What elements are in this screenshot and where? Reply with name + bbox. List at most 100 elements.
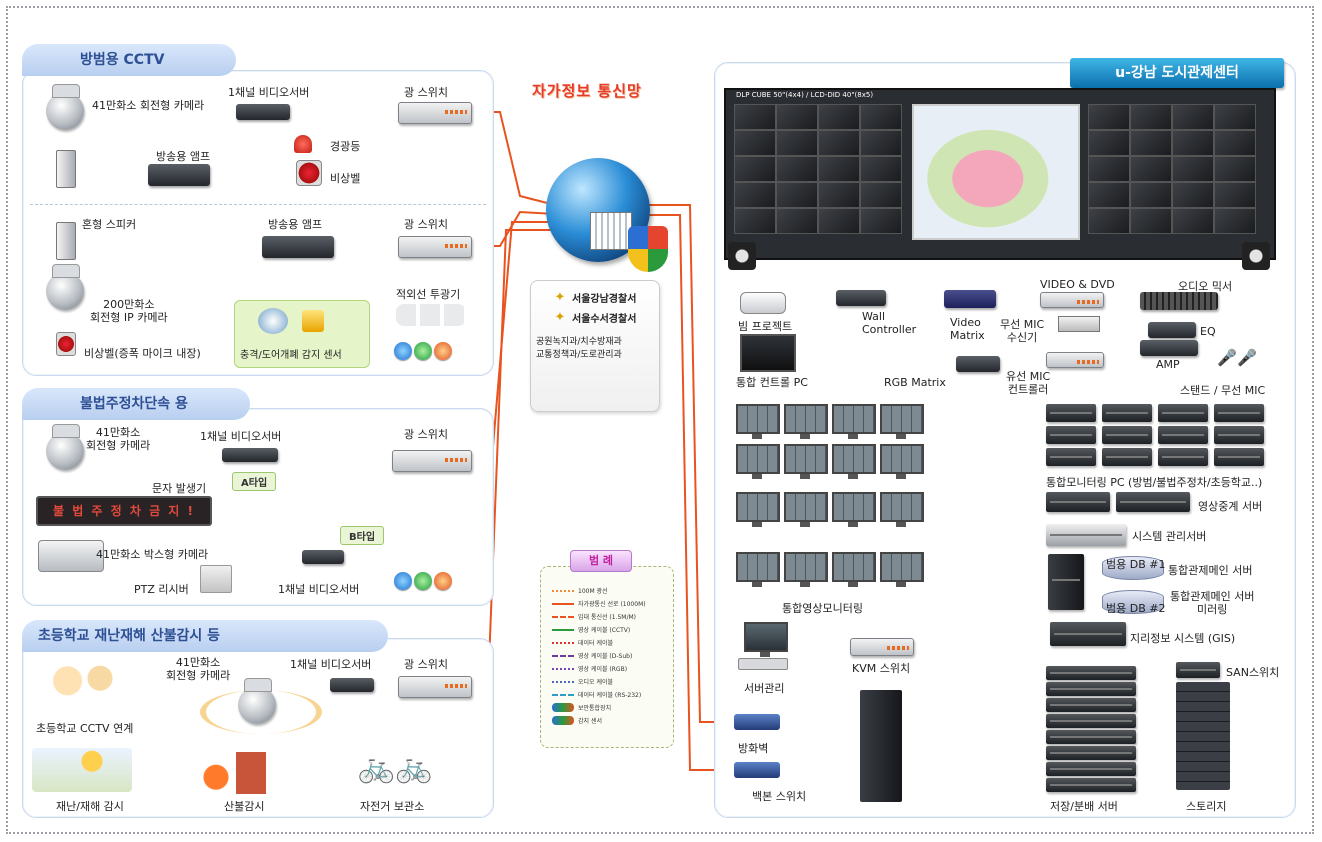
legend-row: 임대 통신선 (1.5M/M): [552, 612, 664, 622]
monitoring-pc-unit: [1214, 426, 1264, 444]
stand-mic-label: 스탠드 / 무선 MIC: [1180, 384, 1266, 397]
fire-label: 산불감시: [224, 800, 265, 813]
cctv-switch1-label: 광 스위치: [404, 86, 448, 99]
disaster-label: 재난/재해 감시: [56, 800, 124, 813]
video-wall-tile: [1172, 130, 1214, 156]
amp-rack-icon: [1140, 340, 1198, 356]
video-wall-tile: [1130, 104, 1172, 130]
rotating-camera-icon: [46, 84, 84, 130]
video-monitor: [784, 492, 828, 527]
right-speaker-icon: [1242, 242, 1270, 270]
legend-line-swatch: [552, 668, 574, 670]
video-wall-tile: [734, 130, 776, 156]
video-wall-tile: [1088, 104, 1130, 130]
ptz-receiver-label: PTZ 리시버: [134, 583, 189, 596]
cctv-switch2-label: 광 스위치: [404, 218, 448, 231]
legend-row-label: 임대 통신선 (1.5M/M): [578, 614, 637, 621]
sensor-label: 충격/도어개폐 감지 센서: [240, 350, 342, 361]
bicycle-icon: 🚲🚲: [357, 750, 433, 785]
video-monitor: [880, 492, 924, 527]
diagram-frame: [6, 6, 1314, 834]
video-relay-label: 영상중계 서버: [1198, 500, 1263, 513]
emergency-bell-icon: [296, 160, 322, 186]
video-wall-tile: [818, 182, 860, 208]
storage-label: 스토리지: [1186, 800, 1227, 813]
network-info-box: [530, 280, 660, 412]
speaker-icon: [56, 150, 76, 188]
signal-waves-icon: [200, 690, 322, 734]
monitoring-pc-unit: [1102, 448, 1152, 466]
parking-video-server2-label: 1채널 비디오서버: [278, 583, 360, 596]
horn-speaker-label: 혼형 스피커: [82, 218, 137, 231]
legend-row: 보안통합장치: [552, 703, 664, 713]
video-wall-tile: [860, 104, 902, 130]
police-badge2-icon: ✦: [554, 310, 566, 325]
beam-projector-label: 빔 프로젝트: [738, 320, 793, 333]
parking-section-title: 불법주정차단속 용: [22, 388, 250, 420]
db2-label: 범용 DB #2: [1106, 602, 1166, 615]
legend-row-label: 영상 케이블 (D-Sub): [578, 653, 633, 660]
video-wall-tile: [818, 104, 860, 130]
monitoring-pc-unit: [1046, 404, 1096, 422]
cctv-amp-label: 방송용 앰프: [156, 150, 211, 163]
video-monitor: [832, 492, 876, 527]
firewall-building-icon: [590, 212, 632, 250]
system-mgmt-server-icon: [1046, 524, 1126, 546]
ir-illuminator-icon: [396, 304, 466, 326]
parking-video-server2-icon: [302, 550, 344, 564]
legend-row: 영상 케이블 (D-Sub): [552, 651, 664, 661]
stand-mic-icon: 🎤🎤: [1217, 348, 1257, 367]
keyboard-icon: [738, 658, 788, 670]
video-wall-tile: [1214, 156, 1256, 182]
optical-switch2-icon: [398, 236, 472, 258]
video-monitor: [832, 444, 876, 479]
video-monitor: [736, 444, 780, 479]
storage-rack-icon: [1176, 682, 1230, 790]
school-camera-label: 41만화소 회전형 카메라: [166, 656, 231, 682]
backbone-device-icon: [734, 762, 780, 778]
storage-server-unit: [1046, 714, 1136, 728]
video-monitor: [736, 492, 780, 527]
san-switch-label: SAN스위치: [1226, 666, 1280, 679]
emergency-bell2-icon: [56, 332, 76, 356]
video-wall-tile: [776, 130, 818, 156]
bicycle-label: 자전거 보관소: [360, 800, 425, 813]
amp2-icon: [262, 236, 334, 258]
storage-server-unit: [1046, 698, 1136, 712]
audio-mixer-icon: [1140, 292, 1218, 310]
video-monitor: [736, 404, 780, 439]
video-wall-tile: [1130, 130, 1172, 156]
db2-icon: [1102, 590, 1164, 614]
legend-row-label: 데이터 케이블 (RS-232): [578, 692, 642, 699]
video-wall-tile: [818, 156, 860, 182]
db1-icon: [1102, 556, 1164, 580]
video-wall-tile: [734, 208, 776, 234]
integrated-server-label: 통합관제메인 서버: [1168, 564, 1253, 577]
video-wall-tile: [776, 156, 818, 182]
legend-row: 영상 케이블 (CCTV): [552, 625, 664, 635]
control-pc-label: 통합 컨트롤 PC: [736, 376, 808, 389]
cctv-camera-label: 41만화소 회전형 카메라: [92, 99, 205, 112]
box-camera-label: 41만화소 박스형 카메라: [96, 548, 209, 561]
left-speaker-icon: [728, 242, 756, 270]
video-wall-tile: [1172, 156, 1214, 182]
monitoring-pc-unit: [1158, 404, 1208, 422]
ip-camera-label: 200만화소 회전형 IP 카메라: [90, 298, 168, 324]
monitoring-pc-unit: [1214, 404, 1264, 422]
video-wall-tile: [860, 182, 902, 208]
text-generator-label: 문자 발생기: [152, 482, 207, 495]
cctv-section-title: 방범용 CCTV: [22, 44, 236, 76]
video-wall-tile: [1088, 208, 1130, 234]
san-switch-icon: [1176, 662, 1220, 678]
video-wall-tile: [1088, 130, 1130, 156]
video-dvd-label: VIDEO & DVD: [1040, 278, 1115, 291]
eq-icon: [1148, 322, 1196, 338]
video-wall-tile: [1172, 208, 1214, 234]
legend-row: 오디오 케이블: [552, 677, 664, 687]
legend-row: 자가광통신 선로 (1000M): [552, 599, 664, 609]
box-camera-icon: [38, 540, 104, 572]
school-video-server-icon: [330, 678, 374, 692]
school-kids-icon: [46, 660, 118, 712]
cctv-video-server-label: 1채널 비디오서버: [228, 86, 310, 99]
wall-controller-label: Wall Controller: [862, 310, 917, 336]
